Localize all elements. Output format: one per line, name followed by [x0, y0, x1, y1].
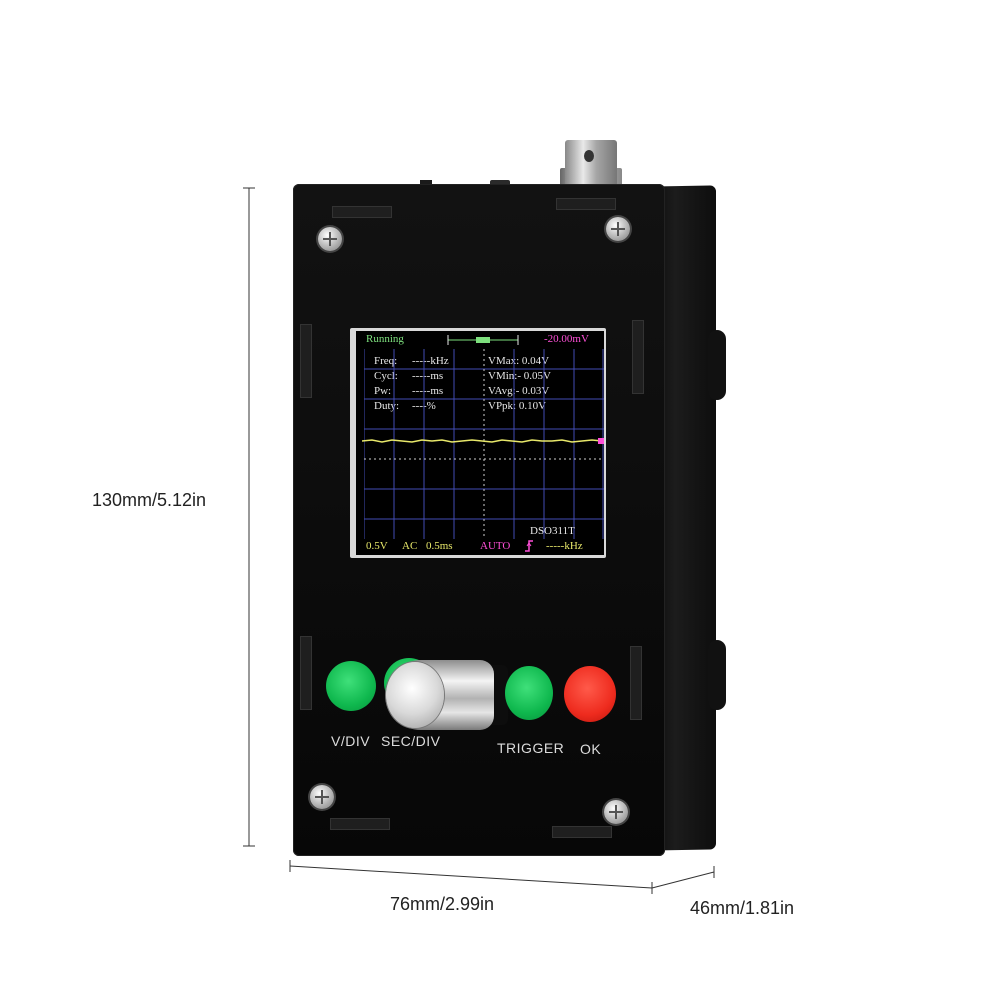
- trigger-level: -20.00mV: [544, 333, 589, 345]
- panel-slot: [300, 636, 312, 710]
- panel-slot: [332, 206, 392, 218]
- screw-icon: [604, 800, 628, 824]
- trigger-button-label: TRIGGER: [497, 740, 565, 756]
- freq-value: -----kHz: [412, 355, 449, 367]
- pw-label: Pw:: [374, 385, 392, 397]
- width-dimension-label: 76mm/2.99in: [390, 894, 495, 914]
- screw-icon: [310, 785, 334, 809]
- pw-value: -----ms: [412, 385, 444, 397]
- bnc-connector-pin: [584, 150, 594, 162]
- rising-edge-icon: [525, 540, 533, 552]
- secdiv-button-label: SEC/DIV: [381, 733, 441, 749]
- vmax-readout: VMax: 0.04V: [488, 355, 550, 367]
- model-label: DSO311T: [530, 525, 575, 537]
- screw-icon: [318, 227, 342, 251]
- panel-slot: [556, 198, 616, 210]
- trigger-mode: AUTO: [480, 540, 511, 552]
- memory-position-indicator: [447, 335, 519, 345]
- panel-slot: [630, 646, 642, 720]
- time-div-value: 0.5ms: [426, 540, 453, 552]
- run-status: Running: [366, 333, 404, 345]
- vmin-readout: VMin:- 0.05V: [488, 370, 551, 382]
- screw-icon: [606, 217, 630, 241]
- side-knob: [708, 640, 726, 710]
- duty-label: Duty:: [374, 400, 400, 412]
- volt-div-value: 0.5V: [366, 540, 388, 552]
- knob-cap[interactable]: [386, 662, 444, 728]
- trigger-button[interactable]: [505, 666, 553, 720]
- panel-slot: [552, 826, 612, 838]
- vpk-readout: VPpk: 0.10V: [488, 400, 547, 412]
- depth-dimension-label: 46mm/1.81in: [690, 898, 795, 918]
- vavg-readout: VAvg:- 0.03V: [488, 385, 550, 397]
- height-dimension-label: 130mm/5.12in: [92, 490, 207, 510]
- panel-slot: [632, 320, 644, 394]
- oscilloscope-screen: Running -20.00mV Freq: -----kHz Cycl: --…: [356, 331, 604, 555]
- coupling-value: AC: [402, 540, 418, 552]
- bottom-frequency: -----kHz: [546, 540, 583, 552]
- cycl-value: -----ms: [412, 370, 444, 382]
- ok-button[interactable]: [564, 666, 616, 722]
- vdiv-button[interactable]: [326, 661, 376, 711]
- waveform-trace: [362, 438, 604, 444]
- bnc-connector[interactable]: [565, 140, 617, 186]
- cycl-label: Cycl:: [374, 370, 398, 382]
- panel-slot: [330, 818, 390, 830]
- side-knob: [708, 330, 726, 400]
- freq-label: Freq:: [374, 355, 398, 367]
- vdiv-button-label: V/DIV: [331, 733, 371, 749]
- panel-slot: [300, 324, 312, 398]
- ok-button-label: OK: [580, 741, 602, 757]
